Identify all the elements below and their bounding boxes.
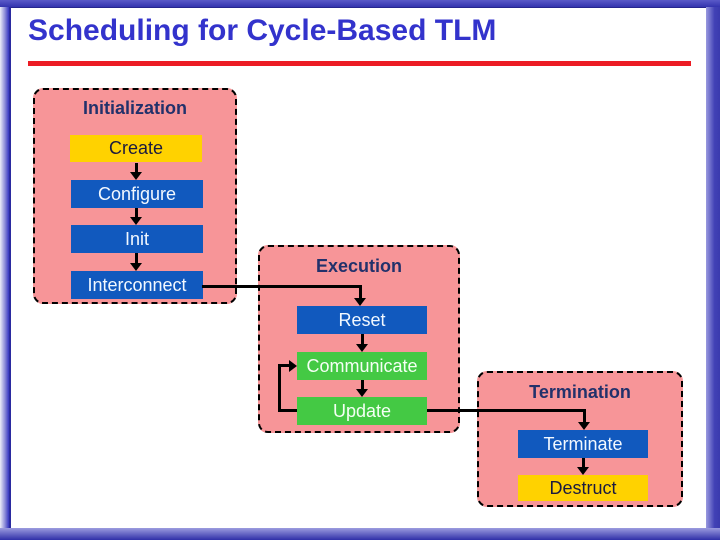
arrow-configure-init-head-icon — [130, 217, 142, 225]
connector-update-terminate-vline — [583, 409, 586, 422]
group-title-initialization: Initialization — [82, 98, 187, 118]
step-reset: Reset — [297, 306, 427, 334]
frame-left-bar — [0, 7, 11, 528]
loop-update-communicate-bottom-hline — [278, 409, 297, 412]
arrow-reset-communicate-shaft — [361, 334, 364, 345]
step-update: Update — [297, 397, 427, 425]
connector-interconnect-reset-vline — [359, 285, 362, 298]
step-configure: Configure — [71, 180, 203, 208]
loop-update-communicate-top-hline — [278, 364, 289, 367]
arrow-communicate-update-head-icon — [356, 389, 368, 397]
arrow-terminate-destruct-shaft — [582, 458, 585, 468]
connector-update-terminate-head-icon — [578, 422, 590, 430]
connector-interconnect-reset-hline — [202, 285, 362, 288]
arrow-init-interconnect-head-icon — [130, 263, 142, 271]
group-title-execution: Execution — [315, 256, 403, 276]
arrow-configure-init-shaft — [135, 208, 138, 218]
arrow-reset-communicate-head-icon — [356, 344, 368, 352]
step-communicate: Communicate — [297, 352, 427, 380]
frame-right-bar — [706, 7, 720, 528]
connector-update-terminate-hline — [427, 409, 586, 412]
step-init: Init — [71, 225, 203, 253]
step-terminate: Terminate — [518, 430, 648, 458]
connector-interconnect-reset-head-icon — [354, 298, 366, 306]
step-create: Create — [70, 135, 202, 162]
slide-title: Scheduling for Cycle-Based TLM — [28, 14, 497, 47]
frame-top-bar — [0, 0, 720, 8]
step-interconnect: Interconnect — [71, 271, 203, 299]
arrow-create-configure-head-icon — [130, 172, 142, 180]
arrow-communicate-update-shaft — [361, 380, 364, 390]
loop-update-communicate-vline — [278, 364, 281, 412]
title-underline-rule — [28, 61, 691, 66]
frame-bottom-bar — [0, 528, 720, 540]
arrow-terminate-destruct-head-icon — [577, 467, 589, 475]
step-destruct: Destruct — [518, 475, 648, 501]
group-title-termination: Termination — [529, 382, 631, 402]
arrow-init-interconnect-shaft — [135, 253, 138, 264]
loop-update-communicate-head-icon — [289, 360, 297, 372]
arrow-create-configure-shaft — [135, 163, 138, 173]
